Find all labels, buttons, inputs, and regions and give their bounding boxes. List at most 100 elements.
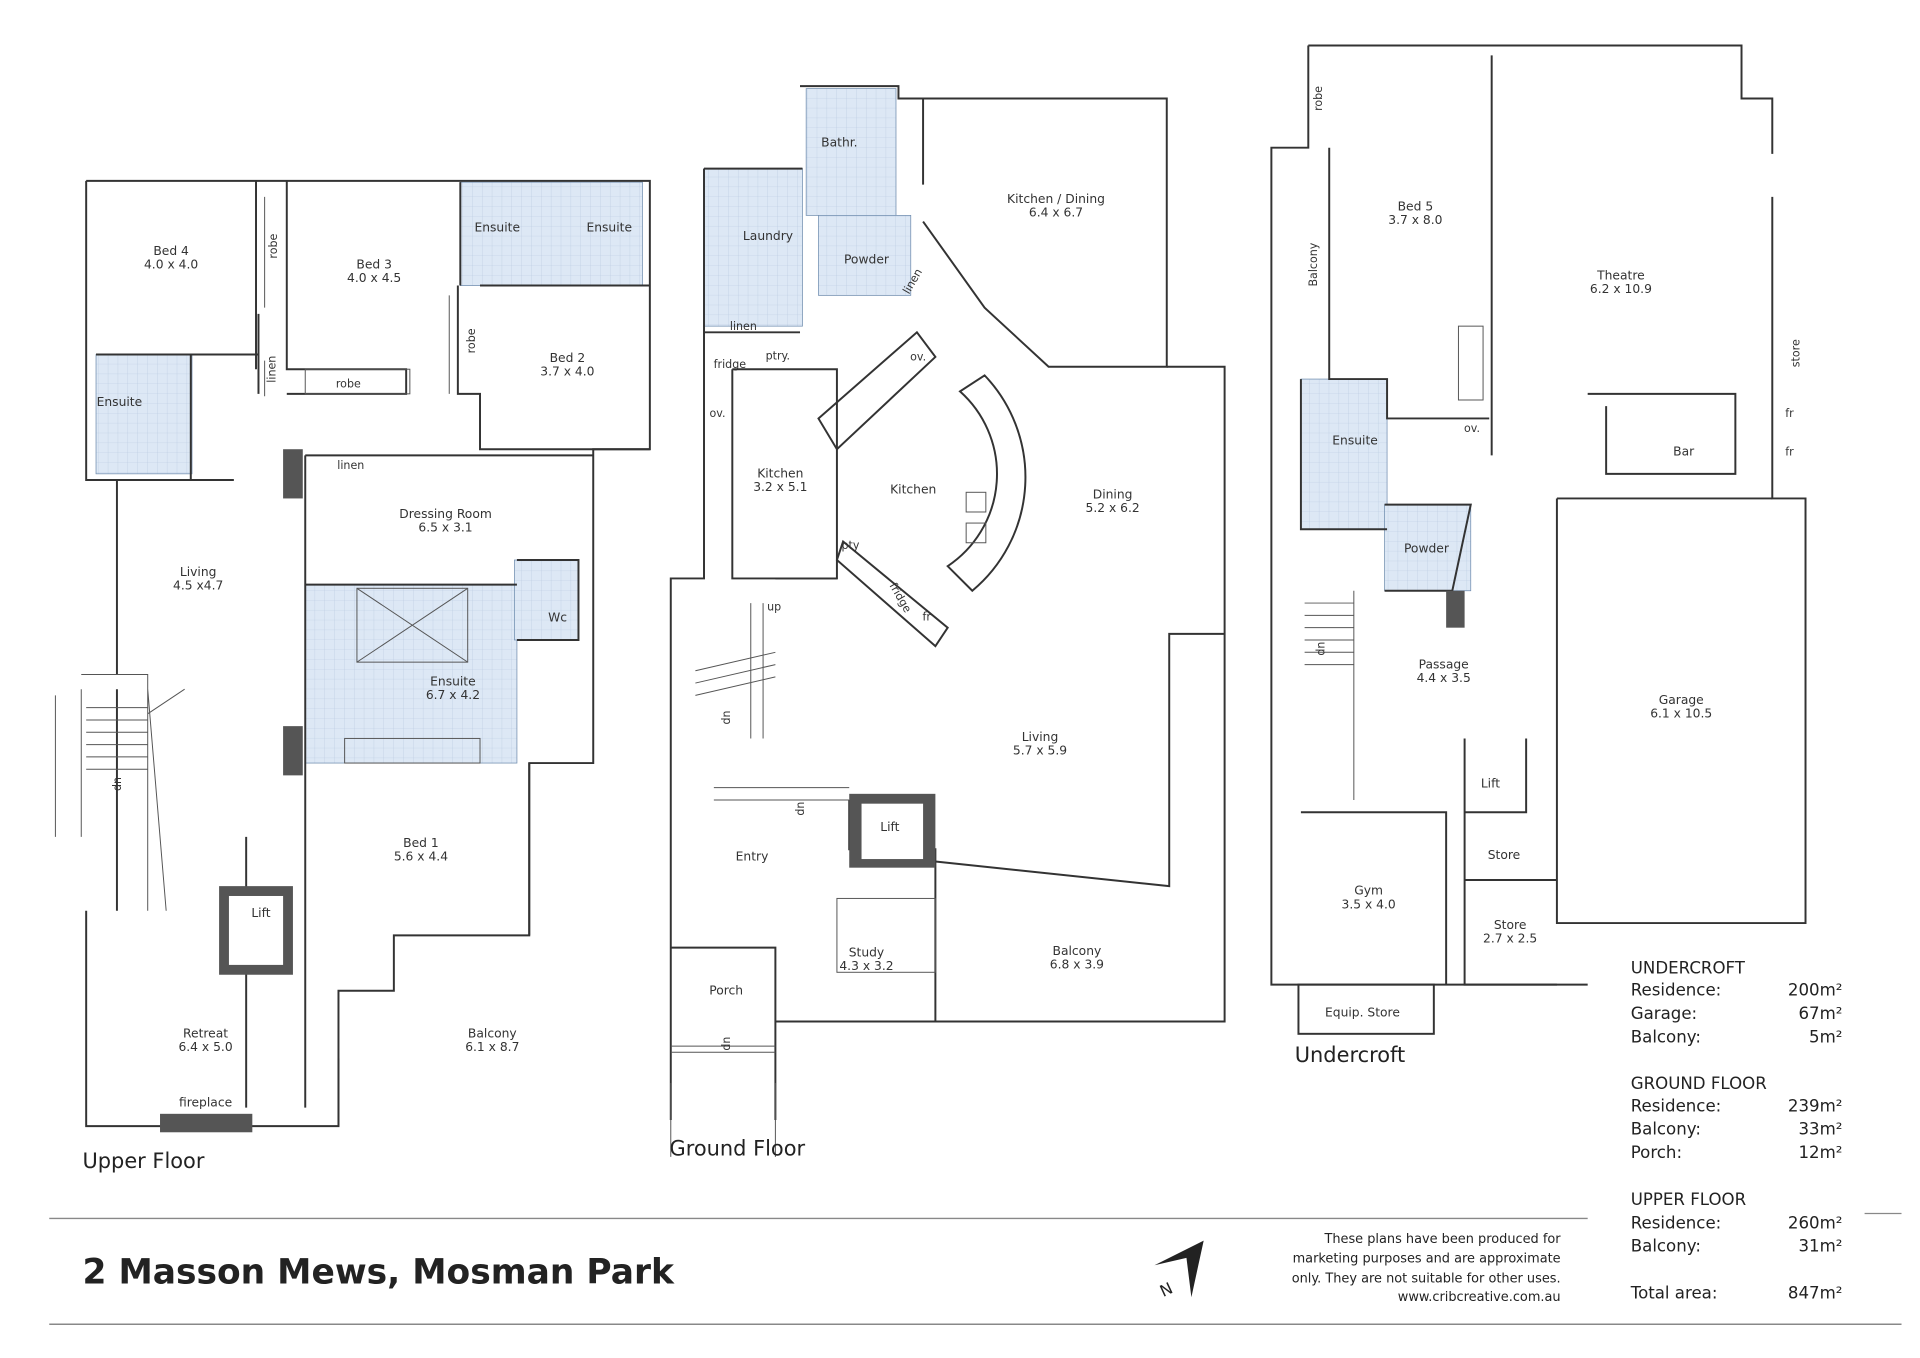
room-label: up [767,600,781,613]
room-label: 239m² [1788,1096,1843,1115]
room-label: store [1789,339,1802,367]
room-label: robe [465,328,478,353]
room-label: Ensuite [586,220,632,234]
wc-tiles [514,559,579,641]
room-label: Porch [709,983,743,997]
room-label: Residence: [1631,981,1722,1000]
room-label: linen [730,320,757,333]
room-label: Residence: [1631,1213,1722,1232]
room-label: Laundry [743,229,793,243]
room-label: Total area: [1630,1283,1718,1302]
room-label: Entry [736,849,769,863]
room-label: Ensuite [474,220,520,234]
room-label: fr [1785,407,1794,420]
property-title: 2 Masson Mews, Mosman Park [82,1253,674,1293]
room-label: Lift [251,906,270,920]
room-label: Powder [1404,542,1450,556]
room-label: fr [1785,445,1794,458]
room-label: Balcony: [1631,1120,1701,1139]
room-label: linen [337,459,364,472]
room-label: Balcony: [1631,1027,1701,1046]
undercroft-label: Undercroft [1295,1043,1405,1067]
room-label: up [795,802,808,816]
room-label: up [1315,642,1328,656]
room-label: ov. [910,351,926,364]
room-label: GROUND FLOOR [1631,1074,1767,1093]
room-label: These plans have been produced for [1323,1232,1561,1247]
room-label: up [111,777,124,791]
room-label: Store [1488,848,1521,862]
fireplace [160,1113,253,1133]
room-label: 200m² [1788,981,1843,1000]
room-label: up [721,1037,734,1051]
room-label: fridge [714,358,747,371]
room-label: 33m² [1798,1120,1842,1139]
room-label: robe [336,378,361,391]
room-label: Porch: [1631,1143,1682,1162]
room-label: 31m² [1798,1237,1842,1256]
room-label: Equip. Store [1325,1006,1400,1020]
disclaimer: These plans have been produced for marke… [1292,1232,1562,1305]
ground-floor-plan [669,85,1226,1157]
room-label: Ensuite [1332,433,1378,447]
room-label: 12m² [1798,1143,1842,1162]
room-label: Lift [880,820,899,834]
room-label: robe [267,234,280,259]
room-label: Residence: [1631,1096,1722,1115]
room-label: Wc [548,611,567,625]
ground-floor-label: Ground Floor [670,1137,806,1161]
room-label: Kitchen [890,483,936,497]
room-label: Ensuite [97,395,143,409]
equip-store [1297,983,1435,1035]
room-label: fr [923,610,932,623]
room-label: 67m² [1798,1004,1842,1023]
room-label: ptry. [766,349,790,362]
room-label: linen [266,356,279,383]
room-label: ov. [710,407,726,420]
upper-floor-plan [54,179,651,1133]
website-link: www.cribcreative.com.au [1398,1290,1561,1305]
ensuite-tiles [304,584,518,764]
room-label: ov. [1464,422,1480,435]
upper-floor-label: Upper Floor [82,1149,204,1173]
ensuite-tiles [95,354,193,475]
area-schedule: UNDERCROFT Residence: 200m² Garage: 67m² B… [1630,959,1843,1303]
room-label: N [1157,1279,1176,1301]
room-label: Bar [1673,444,1695,458]
room-label: Garage: [1631,1004,1697,1023]
ensuite-tiles [459,181,643,286]
room-label: 260m² [1788,1213,1843,1232]
room-label: robe [1312,86,1325,111]
room-label: UPPER FLOOR [1631,1190,1747,1209]
room-label: Balcony [1307,242,1320,286]
room-label: 847m² [1788,1283,1843,1302]
room-label: UNDERCROFT [1631,959,1746,978]
room-label: Balcony: [1631,1237,1701,1256]
room-label: Powder [844,252,890,266]
room-label: Bathr. [821,135,857,149]
room-label: fireplace [179,1095,232,1109]
room-label: Lift [1481,777,1500,791]
room-label: marketing purposes and are approximate [1293,1252,1561,1267]
